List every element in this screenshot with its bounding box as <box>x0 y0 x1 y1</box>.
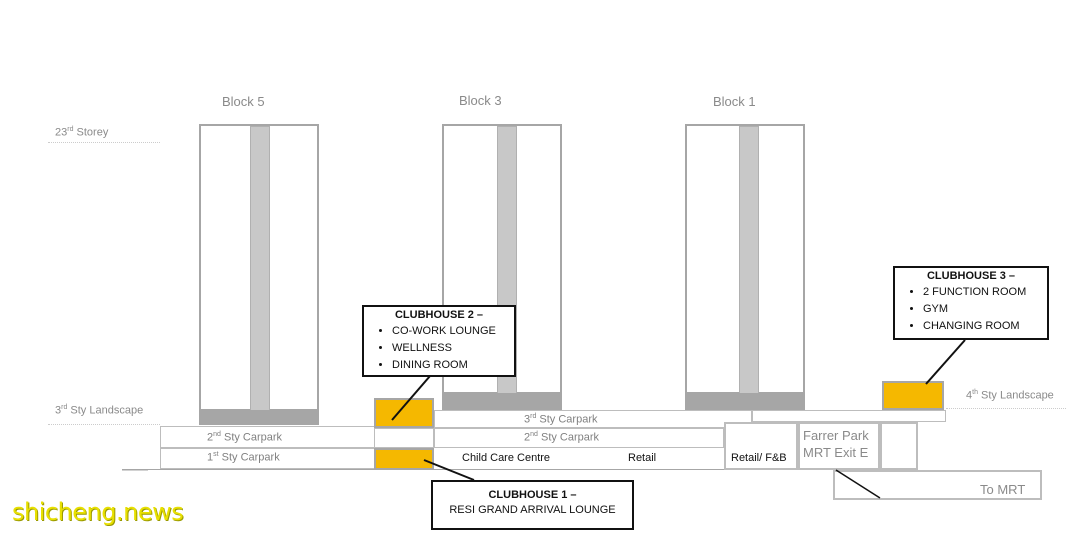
clubhouse-3-callout: CLUBHOUSE 3 – 2 FUNCTION ROOM GYM CHANGI… <box>893 266 1049 340</box>
mrt-exit-line2: MRT Exit E <box>803 445 869 460</box>
clubhouse-1-pointer <box>423 459 475 481</box>
clubhouse-3-item: CHANGING ROOM <box>923 318 1041 335</box>
level-3rd-sty-landscape: 3rd Sty Landscape <box>55 404 144 417</box>
level-3-guide <box>48 424 160 425</box>
clubhouse-3-column <box>880 422 918 470</box>
level-4th-sty-landscape: 4th Sty Landscape <box>966 389 1054 402</box>
block-1-base <box>685 393 805 410</box>
clubhouse-3-title: CLUBHOUSE 3 – <box>926 270 1016 282</box>
watermark: shicheng.news <box>12 498 184 526</box>
retail-fb-label: Retail/ F&B <box>731 452 787 464</box>
mrt-exit-box <box>798 422 880 470</box>
clubhouse-3-list: 2 FUNCTION ROOM GYM CHANGING ROOM <box>901 284 1041 335</box>
retail-fb-box <box>724 422 798 470</box>
clubhouse-2-callout: CLUBHOUSE 2 – CO-WORK LOUNGE WELLNESS DI… <box>362 305 516 377</box>
podium-3rd-extension <box>752 410 946 422</box>
clubhouse-2-pointer <box>391 375 431 421</box>
ground-line <box>122 469 834 470</box>
mid-2nd-carpark-label: 2nd Sty Carpark <box>524 431 600 444</box>
to-mrt-label: To MRT <box>980 482 1026 497</box>
mrt-exit-line1: Farrer Park <box>803 428 869 443</box>
left-1st-carpark-label: 1st Sty Carpark <box>207 451 280 464</box>
to-mrt-tunnel <box>833 470 1042 500</box>
clubhouse-3-item: 2 FUNCTION ROOM <box>923 284 1041 301</box>
clubhouse-1-block <box>374 448 434 470</box>
clubhouse-2-item: DINING ROOM <box>392 357 508 374</box>
left-2nd-carpark-label: 2nd Sty Carpark <box>207 431 283 444</box>
level-4-guide <box>946 408 1066 409</box>
mid-2nd-sty-carpark <box>434 428 724 448</box>
clubhouse-2-title: CLUBHOUSE 2 – <box>394 309 484 321</box>
clubhouse-1-title: CLUBHOUSE 1 – <box>488 489 577 501</box>
clubhouse-gap <box>374 428 434 448</box>
clubhouse-2-item: WELLNESS <box>392 340 508 357</box>
mid-3rd-sty-carpark <box>434 410 752 428</box>
block-1-label: Block 1 <box>713 94 756 109</box>
block-5-label: Block 5 <box>222 94 265 109</box>
level-23-guide <box>48 142 160 143</box>
clubhouse-1-callout: CLUBHOUSE 1 – RESI GRAND ARRIVAL LOUNGE <box>431 480 634 530</box>
mid-3rd-carpark-label: 3rd Sty Carpark <box>524 413 598 426</box>
clubhouse-3-pointer <box>925 339 966 385</box>
clubhouse-3-item: GYM <box>923 301 1041 318</box>
mrt-tunnel-pointer <box>835 469 881 499</box>
block-3-label: Block 3 <box>459 93 502 108</box>
clubhouse-3-block <box>882 381 944 410</box>
clubhouse-2-list: CO-WORK LOUNGE WELLNESS DINING ROOM <box>370 323 508 374</box>
clubhouse-2-block <box>374 398 434 428</box>
block-5-base <box>199 410 319 425</box>
retail-label: Retail <box>628 452 657 464</box>
block-3-base <box>442 393 562 410</box>
clubhouse-2-item: CO-WORK LOUNGE <box>392 323 508 340</box>
clubhouse-1-subtitle: RESI GRAND ARRIVAL LOUNGE <box>449 504 616 516</box>
child-care-centre-label: Child Care Centre <box>462 452 551 464</box>
level-23rd-storey: 23rd Storey <box>55 126 109 139</box>
